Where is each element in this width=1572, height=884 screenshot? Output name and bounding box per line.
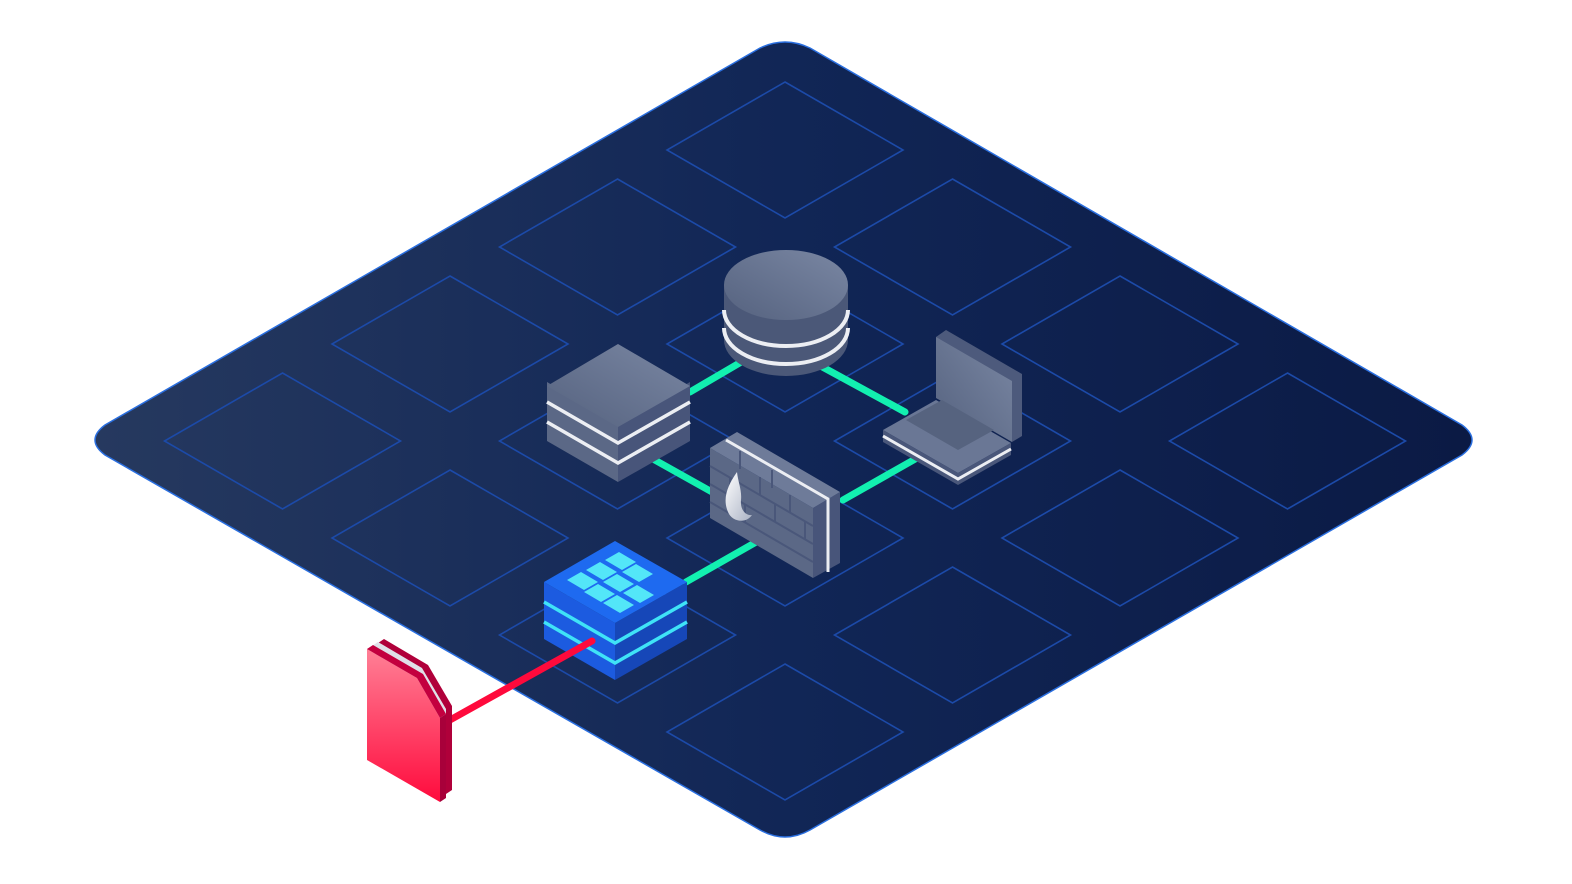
- threat-link: [446, 637, 596, 724]
- grid-tile: [497, 372, 738, 510]
- grid-tile: [330, 469, 570, 607]
- laptop-icon[interactable]: [882, 330, 1022, 485]
- secure-link: [649, 455, 716, 496]
- grid-tile: [832, 178, 1073, 316]
- server-stack-icon[interactable]: [546, 344, 691, 482]
- grid-tile: [665, 469, 905, 607]
- grid-tile: [330, 275, 570, 413]
- grid-tile: [162, 372, 403, 510]
- firewall-icon[interactable]: [709, 432, 840, 578]
- tile-grid: [162, 81, 1408, 801]
- grid-tile: [665, 663, 905, 801]
- flame-icon: [725, 472, 752, 521]
- grid-tile: [1000, 275, 1240, 413]
- grid-tile: [832, 372, 1073, 510]
- connections: [649, 354, 921, 586]
- secure-link: [686, 354, 752, 396]
- secure-link: [839, 454, 921, 504]
- grid-tile: [497, 178, 738, 316]
- database-icon[interactable]: [722, 250, 850, 376]
- secure-link: [682, 533, 769, 586]
- secure-link: [813, 360, 909, 416]
- grid-tile: [665, 275, 905, 413]
- grid-tile: [665, 81, 905, 219]
- file-icon[interactable]: [367, 639, 452, 802]
- grid-tile: [1000, 469, 1240, 607]
- grid-tile: [497, 566, 738, 704]
- grid-block-icon[interactable]: [543, 541, 688, 680]
- grid-tile: [832, 566, 1073, 704]
- board: [94, 41, 1473, 838]
- grid-tile: [1167, 372, 1408, 510]
